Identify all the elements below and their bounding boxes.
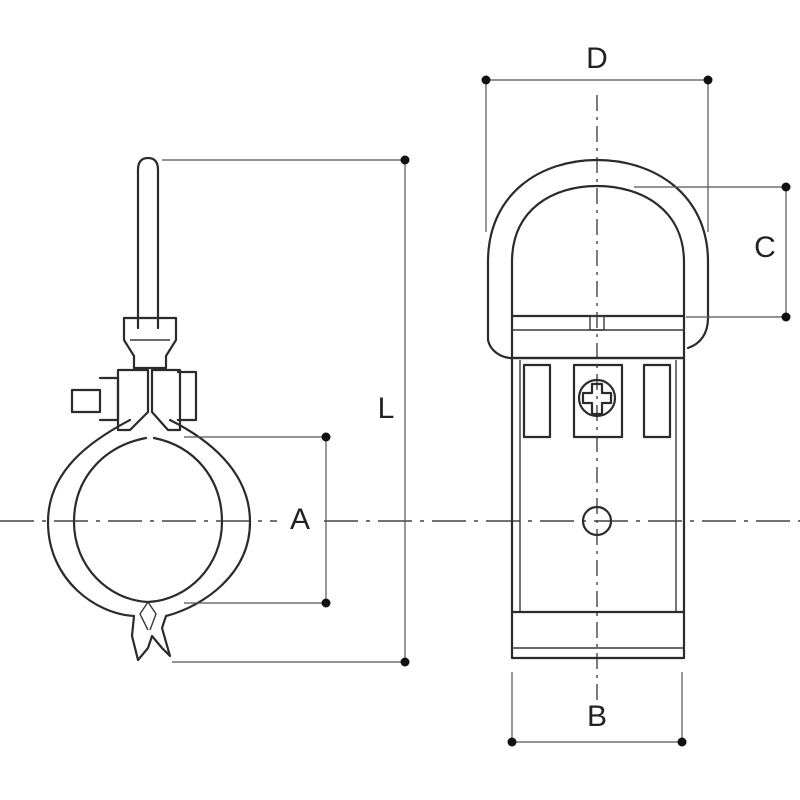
clamp-body [510, 356, 686, 660]
dimension-L [162, 155, 410, 667]
label-D: D [586, 42, 608, 75]
screw-window [572, 363, 624, 439]
clamp-ear-left [116, 368, 150, 432]
clamp-top-band [510, 314, 686, 360]
label-L: L [378, 392, 395, 425]
side-slot-left [522, 363, 552, 439]
dimension-B [507, 672, 687, 747]
center-hole [581, 505, 613, 537]
side-view-clamp [46, 156, 252, 662]
clamp-bolt [70, 388, 102, 414]
hanger-rod [136, 156, 160, 330]
rod-end-block [122, 316, 178, 370]
hanger-loop-outer [486, 158, 710, 350]
label-A: A [290, 503, 310, 536]
front-view [486, 158, 710, 660]
dimension-D [481, 75, 713, 232]
label-B: B [587, 700, 607, 733]
side-slot-right [642, 363, 672, 439]
label-C: C [754, 231, 776, 264]
phillips-screw [577, 378, 617, 418]
clamp-ear-right [150, 368, 182, 432]
clamp-inner-band [72, 436, 224, 604]
clamp-outer-band [46, 418, 252, 662]
dimension-C [634, 182, 791, 322]
hanger-loop-inner [510, 184, 686, 318]
dimension-A [184, 432, 331, 608]
